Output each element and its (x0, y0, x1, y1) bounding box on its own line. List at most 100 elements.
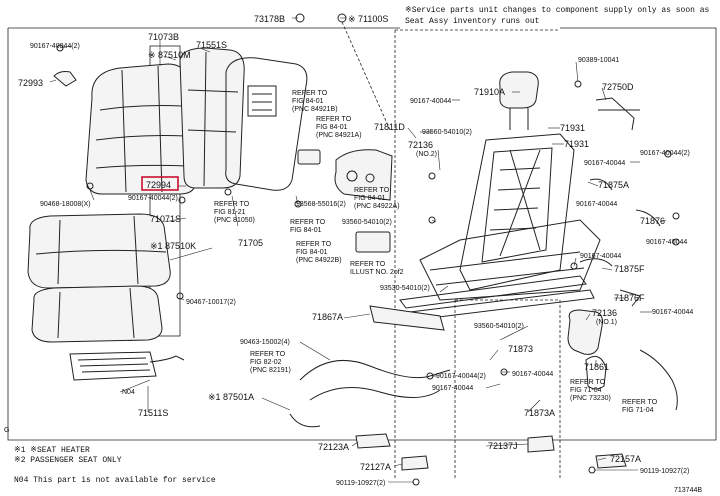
part-label: 90167-40044 (576, 201, 617, 208)
svg-text:ILLUST NO. 2of2: ILLUST NO. 2of2 (350, 269, 404, 276)
svg-text:FIG 84-01: FIG 84-01 (316, 124, 348, 131)
ref-callout: REFER TO ILLUST NO. 2of2 (350, 261, 404, 276)
part-label: (NO.2) (416, 151, 437, 158)
svg-text:FIG 84-01: FIG 84-01 (292, 98, 324, 105)
svg-text:(PNC 84921B): (PNC 84921B) (292, 106, 338, 113)
part-label: 72157A (610, 454, 641, 464)
part-label: 71811D (374, 122, 405, 132)
part-label: 90167-40044 (580, 253, 621, 260)
service-note-line2: Seat Assy inventory runs out (405, 17, 539, 26)
ref-callout: REFER TO FIG 84-01 (PNC 84922B) (296, 241, 342, 264)
part-label: 71511S (138, 408, 168, 418)
part-label: 71875F (614, 264, 645, 274)
wire-harness (289, 349, 678, 428)
part-label: (NO.1) (596, 319, 617, 326)
svg-text:REFER TO: REFER TO (316, 116, 352, 123)
svg-text:(PNC 84922A): (PNC 84922A) (354, 203, 400, 210)
svg-text:(PNC 73230): (PNC 73230) (570, 395, 611, 402)
part-label: 93568-55016(2) (296, 201, 346, 208)
part-label: 90167-40044 (512, 371, 553, 378)
part-label: 71910A (474, 87, 505, 97)
svg-text:REFER TO: REFER TO (570, 379, 606, 386)
part-label: 90167-40044(2) (128, 195, 178, 202)
seat-cushion-pad (31, 285, 163, 343)
ref-callout: REFER TO FIG 81-21 (PNC 81050) (214, 201, 255, 224)
svg-text:FIG 82-02: FIG 82-02 (250, 359, 282, 366)
part-label: 72136 (592, 308, 617, 318)
part-label: 72137J (488, 441, 518, 451)
ref-callout: REFER TO FIG 84-01 (290, 219, 326, 234)
svg-text:FIG 84-01: FIG 84-01 (296, 249, 328, 256)
cushion-front-panel (369, 305, 445, 331)
seat-switch (297, 149, 391, 253)
svg-text:REFER TO: REFER TO (292, 90, 328, 97)
lever-parts (579, 97, 661, 307)
part-label: 93560-54010(2) (474, 323, 524, 330)
seat-track (399, 275, 595, 321)
reference-callouts: REFER TO FIG 84-01 (PNC 84921B) REFER TO… (214, 90, 658, 414)
service-note-line1: ※Service parts unit changes to component… (405, 6, 710, 15)
part-label: ※1 87501A (208, 392, 254, 402)
seat-back-board (225, 57, 308, 191)
svg-text:(PNC 81050): (PNC 81050) (214, 217, 255, 224)
svg-text:REFER TO: REFER TO (354, 187, 390, 194)
part-label: 72136 (408, 140, 433, 150)
part-label: 90167-40044(2) (436, 373, 486, 380)
part-label: 73178B (254, 14, 285, 24)
part-label: 71071S (150, 214, 181, 224)
recliner-cover (567, 309, 607, 390)
part-label: 71705 (238, 238, 263, 248)
svg-text:REFER TO: REFER TO (296, 241, 332, 248)
legend-passenger-seat: ※2 PASSENGER SEAT ONLY (14, 456, 122, 465)
svg-text:REFER TO: REFER TO (250, 351, 286, 358)
highlight-72994 (141, 176, 179, 191)
part-label: 90167-40044(2) (30, 43, 80, 50)
part-label: 90167-40044 (432, 385, 473, 392)
ref-callout: REFER TO FIG 84-01 (PNC 84921B) (292, 90, 338, 113)
svg-text:FIG 84-01: FIG 84-01 (354, 195, 386, 202)
svg-text:FIG 84-01: FIG 84-01 (290, 227, 322, 234)
part-label: 71876 (640, 216, 665, 226)
leader-lines (49, 17, 667, 483)
part-label: 71931 (560, 123, 585, 133)
svg-text:REFER TO: REFER TO (622, 399, 658, 406)
diagram-frame (7, 27, 717, 441)
corner-mark: G (4, 427, 9, 434)
part-label: 71875A (598, 180, 629, 190)
svg-text:FIG 81-21: FIG 81-21 (214, 209, 246, 216)
svg-text:REFER TO: REFER TO (350, 261, 386, 268)
part-label: 71873A (524, 408, 555, 418)
ref-callout: REFER TO FIG 82-02 (PNC 82191) (250, 351, 291, 374)
diagram-id: 713744B (674, 487, 702, 494)
part-label: 71551S (196, 40, 227, 50)
part-label: 72993 (18, 78, 43, 88)
part-label: 72994 (146, 180, 171, 190)
part-label: ※ 71100S (348, 14, 388, 24)
svg-text:(PNC 82191): (PNC 82191) (250, 367, 291, 374)
svg-text:FIG 71-04: FIG 71-04 (570, 387, 602, 394)
part-label: 90467-10017(2) (186, 299, 236, 306)
part-label: 90389-10041 (578, 57, 619, 64)
seat-heater (69, 351, 185, 381)
svg-text:REFER TO: REFER TO (214, 201, 250, 208)
seat-cushion-cover (27, 213, 171, 289)
part-label: 71861 (584, 362, 609, 372)
seat-frame (419, 133, 601, 301)
legend-seat-heater: ※1 ※SEAT HEATER (14, 446, 90, 455)
part-label: 90463-15002(4) (240, 339, 290, 346)
part-label: 72127A (360, 462, 391, 472)
seat-back-pad (179, 47, 245, 189)
part-label: 72123A (318, 442, 349, 452)
seat-back-cover (85, 63, 197, 195)
part-label: 90167-40044 (646, 239, 687, 246)
clip-72993 (53, 71, 77, 87)
part-label: 71931 (564, 139, 589, 149)
part-label: 93530-54010(2) (380, 285, 430, 292)
part-label: 71073B (148, 32, 179, 42)
part-label: 90167-40044(2) (640, 150, 690, 157)
part-label: 72750D (602, 82, 634, 92)
fasteners (56, 13, 680, 486)
part-label: 93560-54010(2) (342, 219, 392, 226)
part-label: 90167-40044 (410, 98, 451, 105)
